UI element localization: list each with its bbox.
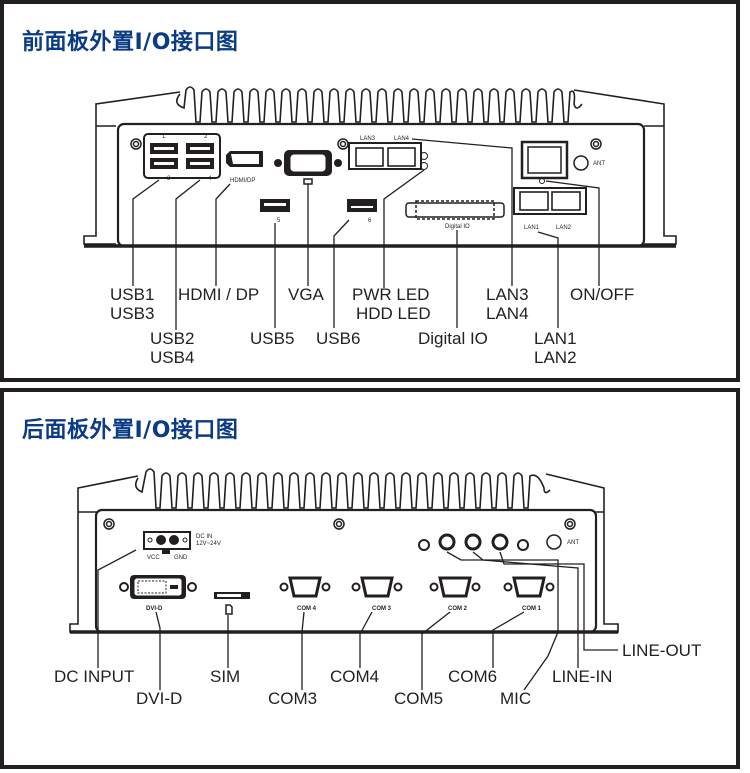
front-callout-pwr-hdd-led: HDD LED (356, 304, 431, 323)
digital-io-port-label: Digital IO (445, 224, 470, 230)
rear-callout-com6: COM6 (448, 667, 497, 686)
pwr-led-icon (420, 152, 428, 160)
front-callout-lan3-lan4: LAN3 (486, 285, 529, 304)
hdmi-dp-port-label: HDMI/DP (230, 178, 255, 184)
rear-callout-line-out: LINE-OUT (622, 641, 701, 660)
rear-callout-line-in: LINE-IN (552, 667, 612, 686)
front-callout-pwr-hdd-led: PWR LED (352, 285, 429, 304)
rear-ant-label: ANT (567, 540, 579, 546)
lan3-lan4-port-icon (348, 142, 422, 170)
com2-port-icon (429, 576, 481, 598)
front-callout-usb2-usb4: USB4 (150, 348, 194, 367)
rear-callout-com5: COM5 (394, 689, 443, 708)
front-callout-lan1-lan2: LAN2 (534, 348, 577, 367)
usb-port-3-label: 3 (167, 176, 171, 182)
com4-port-label: COM 4 (297, 606, 317, 612)
hdd-led-icon (420, 162, 428, 170)
front-callout-vga: VGA (288, 285, 325, 304)
digital-io-terminal-icon (405, 200, 505, 220)
heatsink-fins (176, 86, 583, 123)
vcc-label: VCC (147, 555, 160, 561)
lan4-port-label: LAN4 (394, 136, 410, 142)
rear-leader-lines (97, 549, 618, 691)
screw-icon (130, 138, 142, 150)
mic-jack-icon (438, 533, 456, 551)
dc-input-terminal-icon (143, 531, 191, 554)
rear-panel-diagram: DC IN 12V~24V VCC GND DVI-D COM 4 COM 3 (54, 468, 701, 708)
dvi-port-label: DVI-D (146, 606, 163, 612)
lan1-lan2-port-icon (513, 187, 587, 215)
usb6-port-icon (347, 199, 377, 212)
front-callout-lan1-lan2: LAN1 (534, 329, 577, 348)
lan2-port-label: LAN2 (556, 225, 572, 231)
rear-callout-dc-input: DC INPUT (54, 667, 134, 686)
usb5-port-label: 5 (277, 218, 281, 224)
usb-port-2-label: 2 (204, 134, 208, 140)
front-callout-digital-io: Digital IO (418, 329, 488, 348)
usb6-port-label: 6 (368, 218, 372, 224)
chassis-right-bracket (545, 473, 619, 633)
rear-callout-mic: MIC (500, 689, 531, 708)
rear-callout-com3: COM3 (268, 689, 317, 708)
com3-port-label: COM 3 (372, 606, 392, 612)
front-panel-diagram: 1 2 3 4 HDMI/DP 5 6 LAN3 LAN4 (83, 86, 677, 367)
chassis-left-bracket (83, 91, 181, 245)
chassis-right-bracket (573, 89, 677, 245)
front-callout-on-off: ON/OFF (570, 285, 634, 304)
screw-icon (333, 518, 345, 530)
front-callout-lan3-lan4: LAN4 (486, 304, 529, 323)
usb-quad-port-icon (143, 133, 221, 179)
rear-panel-title: 后面板外置I/O接口图 (22, 418, 239, 443)
gnd-label: GND (174, 555, 188, 561)
screw-icon (103, 518, 115, 530)
com3-port-icon (351, 576, 403, 598)
heatsink-fins (134, 468, 551, 509)
rear-panel-section: 后面板外置I/O接口图 DC IN 12V~24V VCC GND (0, 388, 740, 769)
front-callout-usb6: USB6 (316, 329, 360, 348)
power-switch-icon (520, 140, 569, 184)
rear-callout-dvi-d: DVI-D (136, 689, 182, 708)
com1-port-label: COM 1 (522, 606, 542, 612)
audio-blank-icon (517, 539, 529, 551)
antenna-port-icon (573, 155, 589, 171)
usb-port-1-label: 1 (162, 134, 166, 140)
front-ant-label: ANT (593, 161, 605, 167)
sim-card-icon (225, 604, 233, 615)
rear-callout-com4: COM4 (330, 667, 379, 686)
dvi-port-icon (119, 575, 197, 599)
rear-callout-sim: SIM (210, 667, 240, 686)
antenna-port-icon (546, 534, 562, 550)
com1-port-icon (503, 576, 555, 598)
front-callout-hdmi-dp: HDMI / DP (178, 285, 259, 304)
usb-port-4-label: 4 (208, 176, 212, 182)
front-leader-lines (132, 138, 600, 330)
screw-icon (564, 518, 576, 530)
screw-icon (337, 138, 349, 150)
lan1-port-label: LAN1 (524, 225, 540, 231)
vga-port-icon (274, 150, 342, 185)
lan3-port-label: LAN3 (360, 136, 376, 142)
audio-blank-icon (418, 539, 430, 551)
screw-icon (590, 138, 602, 150)
line-in-jack-icon (464, 533, 482, 551)
dc-range-label: 12V~24V (196, 541, 221, 547)
front-callout-usb2-usb4: USB2 (150, 329, 194, 348)
front-callout-usb5: USB5 (250, 329, 294, 348)
com4-port-icon (279, 576, 331, 598)
front-callout-usb1-usb3: USB3 (110, 304, 154, 323)
front-panel-section: 前面板外置I/O接口图 1 2 3 4 HDM (0, 0, 740, 382)
front-callout-usb1-usb3: USB1 (110, 285, 154, 304)
line-out-jack-icon (491, 533, 509, 551)
front-panel-title: 前面板外置I/O接口图 (22, 30, 239, 55)
dc-in-label: DC IN (196, 534, 212, 540)
power-symbol-icon (539, 178, 545, 184)
com2-port-label: COM 2 (448, 606, 468, 612)
